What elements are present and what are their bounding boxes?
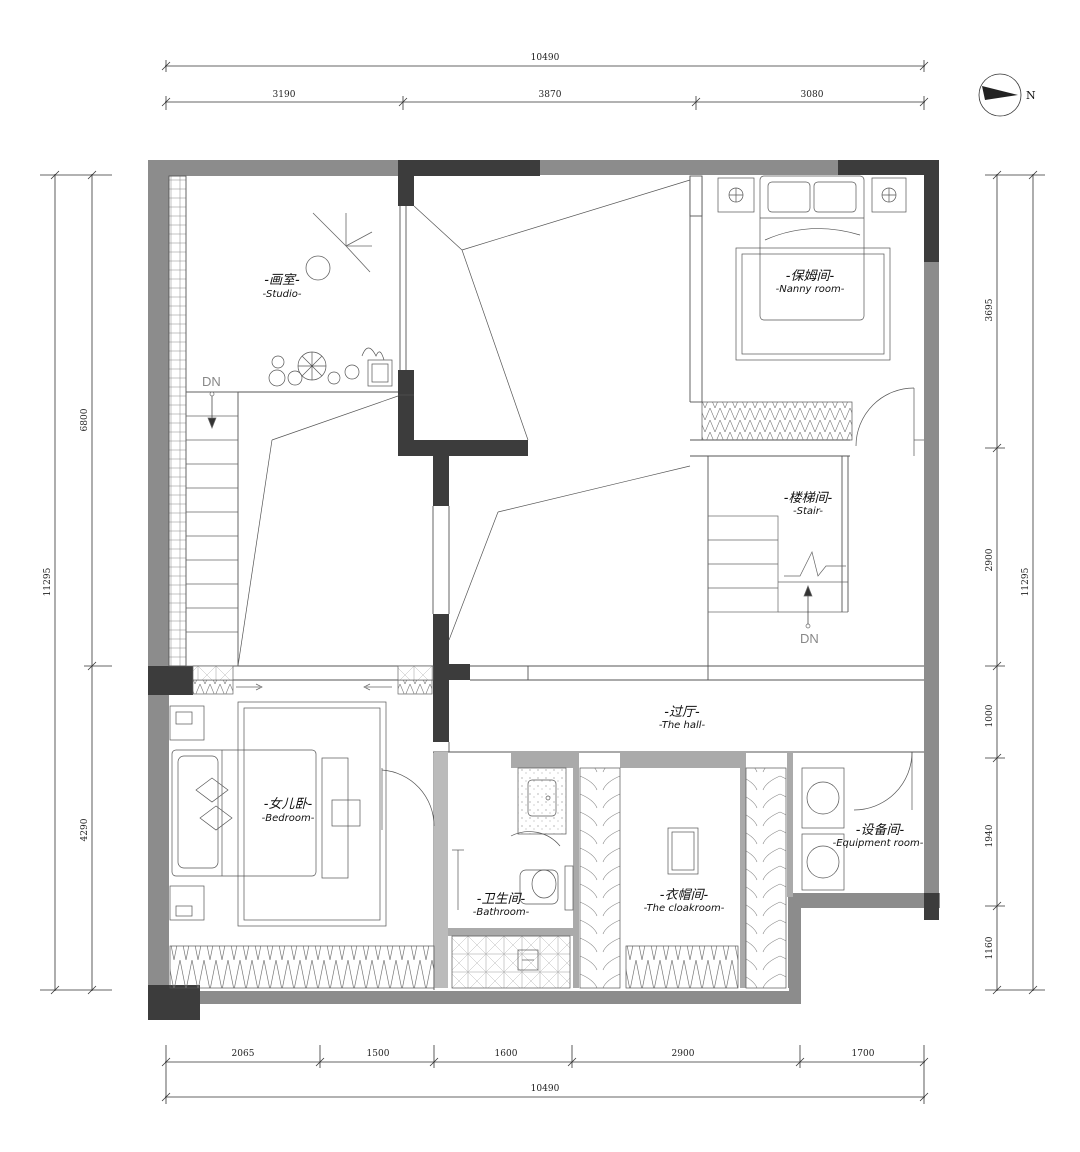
dim-bottom-seg-1: 2065 — [232, 1049, 255, 1059]
cloakroom-label-cn: -衣帽间- — [660, 888, 709, 903]
dimension-left — [40, 170, 112, 995]
equipment-room-fixtures — [801, 751, 924, 891]
dim-left-seg-2: 4290 — [80, 818, 90, 841]
dim-right-overall: 11295 — [1021, 567, 1031, 596]
dim-right-seg-4: 1940 — [985, 824, 995, 847]
stair-room-steps — [707, 515, 848, 629]
stair-room-dn-label: DN — [800, 631, 819, 646]
outer-notch — [801, 908, 941, 1004]
studio-label-en: -Studio- — [262, 289, 301, 300]
equipment-room-label-en: -Equipment room- — [833, 838, 924, 849]
compass-circle — [978, 73, 1022, 117]
dim-top-seg-2: 3870 — [539, 90, 562, 100]
dim-right-seg-5: 1160 — [985, 936, 995, 959]
bathroom-label-cn: -卫生间- — [477, 892, 526, 907]
interior-walls — [168, 175, 924, 990]
folding-partition-lines — [237, 179, 691, 667]
dim-bottom-overall: 10490 — [531, 1084, 560, 1094]
compass-arrow-icon — [982, 86, 1018, 100]
dim-top-seg-3: 3080 — [801, 90, 824, 100]
dim-top-overall: 10490 — [531, 53, 560, 63]
nanny-room-furniture — [717, 175, 907, 361]
dim-left-seg-1: 6800 — [80, 408, 90, 431]
dim-bottom-seg-5: 1700 — [852, 1049, 875, 1059]
dimension-top — [161, 60, 929, 110]
bedroom-furniture — [169, 701, 435, 927]
hall-label-cn: -过厅- — [664, 705, 700, 720]
bedroom-label-cn: -女儿卧- — [264, 796, 313, 812]
nanny-room-label-en: -Nanny room- — [776, 284, 845, 295]
hall-label-en: -The hall- — [659, 720, 706, 731]
studio-label-cn: -画室- — [264, 272, 300, 288]
dim-top-seg-1: 3190 — [273, 90, 296, 100]
compass-label: N — [1026, 89, 1036, 102]
bathroom-fixtures — [451, 767, 574, 989]
studio-stair-dn-label: DN — [202, 374, 221, 389]
dim-right-seg-3: 1000 — [985, 704, 995, 727]
nanny-wardrobe — [701, 401, 853, 441]
bedroom-wardrobe — [169, 945, 435, 989]
dim-bottom-seg-2: 1500 — [367, 1049, 390, 1059]
compass: N — [978, 73, 1036, 117]
sliding-doors-bedroom — [192, 665, 434, 695]
dim-bottom-seg-3: 1600 — [495, 1049, 518, 1059]
bedroom-label-en: -Bedroom- — [262, 813, 315, 824]
outer-wall-bottom-left — [148, 990, 801, 1004]
dimension-bottom — [161, 1045, 929, 1104]
studio-stairs — [185, 391, 239, 667]
stair-room-label-cn: -楼梯间- — [784, 491, 833, 506]
stair-room-label-en: -Stair- — [793, 506, 823, 517]
equipment-room-label-cn: -设备间- — [856, 823, 905, 838]
outer-wall-inner-bottom — [169, 988, 789, 991]
dark-columns — [148, 160, 939, 1020]
studio-easel-icon — [305, 212, 373, 281]
studio-plants-icon — [268, 347, 393, 387]
dim-right-seg-2: 2900 — [985, 548, 995, 571]
bathroom-label-en: -Bathroom- — [473, 907, 530, 918]
nanny-door — [855, 387, 924, 456]
cloakroom-hangers — [579, 767, 787, 989]
cloakroom-label-en: -The cloakroom- — [644, 903, 725, 914]
dim-left-overall: 11295 — [43, 567, 53, 596]
dimension-right — [985, 170, 1045, 995]
dim-right-seg-1: 3695 — [985, 298, 995, 321]
dim-bottom-seg-4: 2900 — [672, 1049, 695, 1059]
nanny-room-label-cn: -保姆间- — [786, 269, 835, 284]
